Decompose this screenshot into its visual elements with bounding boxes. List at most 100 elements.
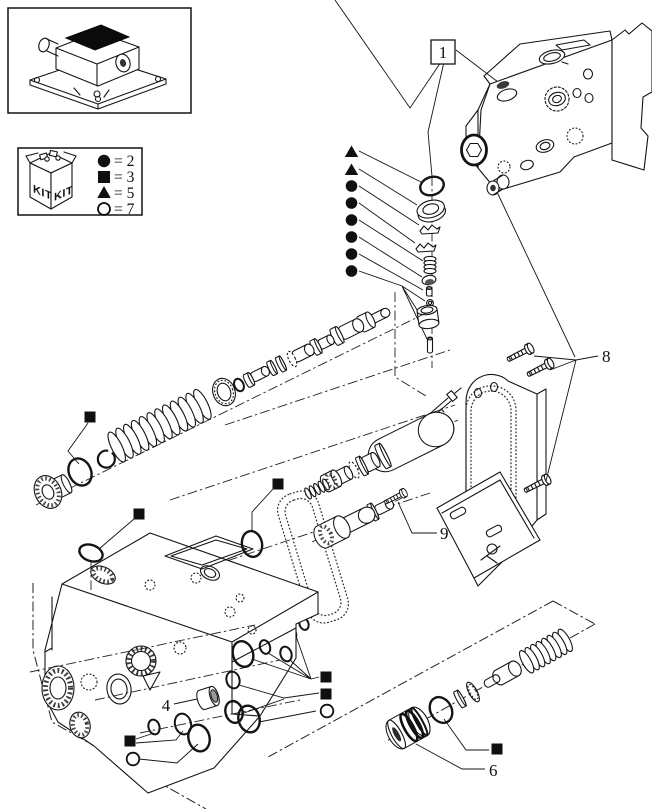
marker-square [124,735,136,747]
label-text: 1 [439,43,448,62]
leader [258,710,317,723]
cap-parts-column [415,175,447,368]
cover-plate-group: 8 [436,341,611,587]
marker-circle [345,180,358,192]
o-ring [187,723,211,753]
assembled-valve-thumbnail [29,24,167,110]
o-ring [258,639,272,655]
valve-body-block [29,508,319,794]
actuator-group [304,388,461,500]
label-box [430,39,456,65]
seal-rings-group: 4 [124,635,335,767]
marker-square [84,411,96,423]
filled-square-symbol [98,171,110,183]
roller [486,174,510,196]
knurled-cap [311,513,354,551]
part-label-6: 6 [489,761,498,780]
pin [426,336,434,354]
leader-line [334,0,442,109]
set-screw-9: 9 [382,487,449,543]
marker-square [320,688,332,700]
cover-screws-8: 8 [504,341,611,497]
retainer-clip [415,242,437,253]
o-ring [224,699,244,725]
label-leader [397,501,437,534]
leader-line [496,191,576,358]
thumbnail-panel [7,7,192,114]
label-leaders [533,355,599,482]
o-ring [231,640,255,668]
leader [138,743,199,764]
kit-box-icon: KIT KIT [25,149,77,210]
small-spring [423,255,437,275]
check-valve-group: 6 [382,628,573,780]
marker-circle [345,197,358,209]
legend-row-triangle: = 5 [97,185,135,202]
marker-square [491,743,503,755]
legend-value: = 5 [114,185,135,202]
marker-circle [345,214,358,226]
bushing-plug [416,304,440,330]
o-ring [279,645,293,663]
marker-circle [345,265,358,277]
marker-square [272,478,284,490]
seal-cup [416,199,447,223]
spool-centerline [35,311,429,506]
label-leader [415,743,485,770]
marker-circle [345,248,358,260]
marker-leader [251,488,274,532]
main-spring [107,388,212,463]
valve-assembly-1: 1 [334,0,652,358]
kit-legend-panel: KIT KIT = 2 = 3 = 5 = 7 [17,147,143,218]
marker-leader [98,518,135,550]
secondary-spool-group [311,498,403,551]
o-ring [173,712,193,736]
hex-plug [460,133,488,167]
spool-knob [33,471,74,509]
legend-value: = 7 [114,201,135,218]
threaded-boss [41,665,75,711]
marker-open-circle [125,751,141,767]
legend-value: = 2 [114,153,134,170]
marker-triangle [344,145,359,157]
filled-triangle-symbol [97,186,111,198]
legend-row-circle: = 2 [97,153,134,170]
leaders [135,730,184,744]
snap-ring [96,449,116,469]
small-ring [233,377,245,393]
poppet [425,285,433,297]
marker-column [344,145,428,340]
fan-leaders [238,684,320,715]
small-port-ring [147,718,161,736]
part-label-9: 9 [440,524,449,543]
marker-open-circle [319,703,335,719]
spool-washer [212,377,236,407]
o-ring [225,670,241,690]
highlighted-section-patch [64,24,131,51]
marker-leader-lines [358,150,428,340]
mounting-bracket [436,471,541,579]
pointed-port [496,81,510,89]
o-ring [237,704,261,734]
fan-leaders [251,635,320,680]
open-circle-symbol [97,202,111,216]
spool-o-ring [67,457,93,487]
label-leader [173,698,198,705]
gasket-outer [276,490,350,624]
marker-triangle [344,163,359,175]
sight-glass [164,535,254,570]
marker-square [320,671,332,683]
part-label-1: 1 [430,39,456,65]
front-port-knurled [125,645,157,677]
leader-line [427,61,445,177]
main-spool-group [33,307,429,509]
bushing-4 [195,685,221,711]
o-ring [419,175,445,197]
retainer-clip [419,224,441,235]
legend-row-open-circle: = 7 [97,201,135,218]
lower-boss [69,711,91,739]
legend-value: = 3 [114,169,135,186]
leader-line [455,49,499,83]
